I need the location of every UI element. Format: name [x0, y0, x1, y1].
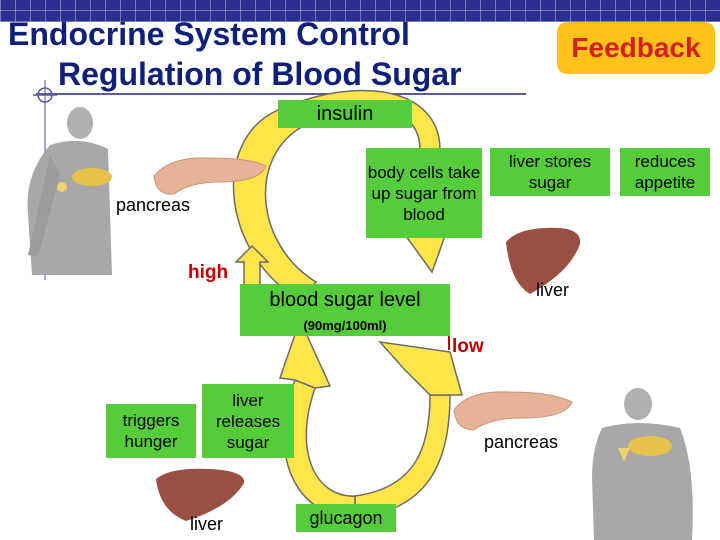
body-cells-label: body cells take up sugar from blood [366, 148, 482, 238]
liver-icon [156, 468, 245, 521]
normal-range-label: (90mg/100ml) [303, 318, 387, 333]
blood-sugar-level-label: blood sugar level [269, 289, 421, 311]
glucagon-label: glucagon [296, 504, 396, 532]
liver-icon [506, 227, 581, 294]
high-label: high [188, 262, 229, 283]
top-bar-pattern [0, 0, 720, 22]
low-label: low [452, 336, 484, 357]
pancreas-icon [453, 391, 573, 431]
pancreas-icon [153, 157, 267, 195]
reduces-appetite-label: reduces appetite [620, 148, 710, 196]
blood-sugar-level-box: blood sugar level (90mg/100ml) [240, 284, 450, 336]
human-figure-icon [27, 107, 112, 275]
triggers-hunger-label: triggers hunger [106, 404, 196, 458]
title-line-1: Endocrine System Control [8, 16, 410, 52]
liver-bottom-label: liver [190, 514, 224, 534]
human-figure-icon [592, 388, 693, 540]
pancreas-icon [628, 436, 672, 456]
pancreas-bottom-label: pancreas [484, 432, 559, 452]
feedback-badge: Feedback [557, 22, 715, 74]
glucagon-loop-arrow [278, 317, 463, 519]
pancreas-icon [72, 168, 112, 186]
insulin-label: insulin [278, 100, 412, 128]
pancreas-top-label: pancreas [116, 195, 191, 215]
liver-stores-label: liver stores sugar [490, 148, 610, 196]
liver-right-label: liver [536, 280, 570, 300]
liver-releases-label: liver releases sugar [202, 384, 294, 458]
top-bar [0, 0, 720, 22]
up-arrow-icon [234, 244, 270, 291]
title-underline [36, 93, 526, 95]
title-line-2: Regulation of Blood Sugar [58, 56, 462, 92]
